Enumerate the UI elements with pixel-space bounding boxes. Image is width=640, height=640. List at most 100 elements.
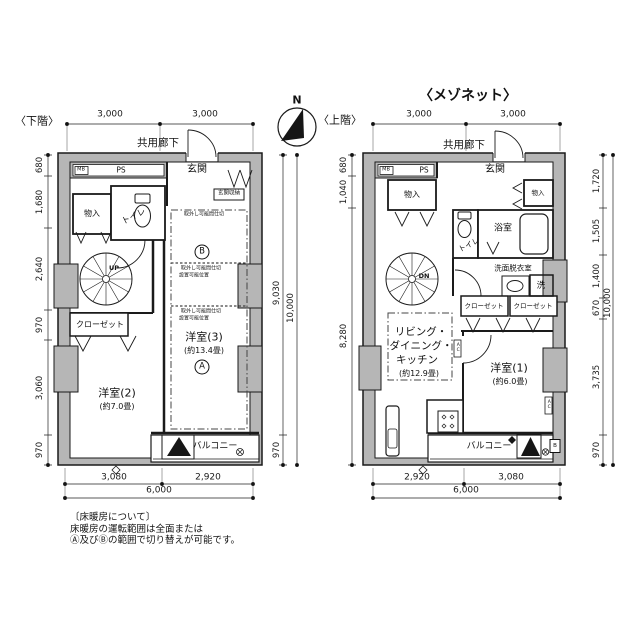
room2-label: 洋室(2) (98, 386, 136, 400)
dim-label: 1,505 (591, 218, 602, 244)
upper-plan-fixtures (385, 130, 554, 459)
lower-plan-fixtures (74, 129, 253, 460)
partition-label: 取外し可能間仕切 (180, 308, 222, 315)
door-arcs (454, 130, 524, 364)
storage-right-label: 物入 (531, 188, 545, 197)
kitchen-icons (385, 399, 464, 457)
stair-up-label: UP (108, 263, 120, 272)
lower-plan-walls (53, 150, 263, 466)
mb-box (74, 166, 89, 175)
sink-icon (501, 275, 530, 297)
laundry-label: 洗 (536, 280, 546, 291)
ldk-label-1: リビング・ (394, 325, 448, 338)
dim-label: 970 (34, 316, 45, 334)
compass-icon (277, 107, 317, 147)
heating-zone-a-mark: A (194, 359, 210, 375)
washroom-label: 洗面脱衣室 (494, 263, 532, 273)
note-line-2: 床暖房の運転範囲は全面または (70, 523, 204, 535)
dim-total-label: 6,000 (453, 485, 479, 496)
dim-label: 1,400 (591, 263, 602, 289)
room3-size-label: (約13.4畳) (183, 346, 225, 355)
room2-size-label: (約7.0畳) (99, 402, 135, 411)
note-line-3: Ⓐ及びⒷの範囲で切り替えが可能です。 (70, 535, 241, 546)
upper-floor-label: 〈上階〉 (318, 113, 362, 127)
stove-icon (437, 410, 459, 433)
removable-partition-lines (170, 209, 248, 430)
ldk-size-label: (約12.9畳) (398, 369, 440, 378)
dim-label: 970 (34, 441, 45, 459)
upper-plan-dimension-lines (348, 122, 615, 500)
storage-label: 物入 (84, 209, 100, 218)
dim-label: 9,030 (271, 280, 282, 306)
mb-label: MB (382, 166, 390, 173)
closet-box (69, 312, 129, 337)
partition-label: 取外し可能間仕切 (180, 265, 222, 272)
washing-machine-icon (529, 274, 554, 297)
closet-label: クローゼット (76, 320, 124, 329)
dim-total-label: 10,000 (602, 288, 613, 318)
balcony-hatch-icon (161, 434, 244, 460)
lower-floor-label: 〈下階〉 (15, 114, 59, 128)
dim-label: 680 (338, 156, 349, 174)
dim-label: 1,680 (34, 189, 45, 215)
mb-label: MB (77, 166, 85, 173)
partition-label: 設置可能位置 (178, 315, 210, 322)
dim-label: 1,040 (338, 179, 349, 205)
toilet-icon (457, 211, 472, 238)
dim-label: 2,920 (404, 472, 430, 483)
closet-right-label: クローゼット (513, 301, 553, 310)
diamond-marker (418, 465, 428, 475)
heating-zone-b-mark: B (194, 244, 210, 260)
corridor-label: 共用廊下 (443, 138, 485, 151)
closet-left-box (460, 295, 509, 317)
partition-label: 設置可能位置 (178, 272, 210, 279)
bath-room (477, 209, 554, 259)
balcony-hatch-icon (508, 433, 550, 459)
note-line-1: 〔床暖房について〕 (70, 512, 156, 523)
dim-label: 2,920 (195, 472, 221, 483)
partition-label: 取外し可能間仕切 (183, 211, 225, 218)
compass-north-label: N (292, 93, 302, 107)
storage-left-label: 物入 (404, 190, 420, 199)
door-arcs (116, 129, 217, 269)
dim-label: 3,060 (34, 375, 45, 401)
floor-heating-note: 〔床暖房について〕 床暖房の運転範囲は全面または Ⓐ及びⒷの範囲で切り替えが可能… (70, 512, 240, 547)
closet-left-label: クローゼット (464, 301, 504, 310)
dim-label: 3,000 (97, 109, 123, 120)
dim-total-label: 6,000 (146, 485, 172, 496)
folding-door-marks (74, 169, 253, 352)
dim-label: 3,000 (192, 109, 218, 120)
lower-plan-dimension-lines (44, 122, 299, 500)
ps-label: PS (419, 165, 429, 175)
dim-label: 3,000 (500, 109, 526, 120)
ldk-label-3: キッチン (396, 353, 438, 366)
dim-label: 970 (271, 441, 282, 459)
ac-boxes (453, 339, 553, 415)
toilet-icon (134, 193, 151, 228)
ac-unit-label: AC (546, 400, 552, 410)
diamond-marker (111, 465, 121, 475)
spiral-stair-up-icon (79, 252, 133, 306)
dim-label: 1,720 (591, 168, 602, 194)
ps-label: PS (116, 165, 126, 175)
kitchen-counter (426, 399, 464, 434)
bath-label: 浴室 (493, 223, 513, 234)
dim-label: 970 (591, 441, 602, 459)
dim-label: 3,735 (591, 364, 602, 390)
ldk-label-2: ダイニング・ (389, 339, 453, 352)
balcony-b-mark: B (549, 439, 561, 453)
entrance-label: 玄関 (187, 164, 207, 175)
entrance-label: 玄関 (485, 164, 505, 175)
ldk-partition (387, 312, 453, 381)
stair-down-label: DN (418, 271, 430, 280)
balcony-label: バルコニー (466, 441, 512, 452)
ac-unit-label: AC (455, 343, 461, 353)
bathtub-icon (519, 213, 549, 255)
room1-size-label: (約6.0畳) (492, 377, 528, 386)
mb-box (379, 166, 394, 175)
page-title: 〈メゾネット〉 (419, 88, 517, 104)
kitchen-sink-counter (385, 405, 400, 457)
dim-label: 3,080 (498, 472, 524, 483)
